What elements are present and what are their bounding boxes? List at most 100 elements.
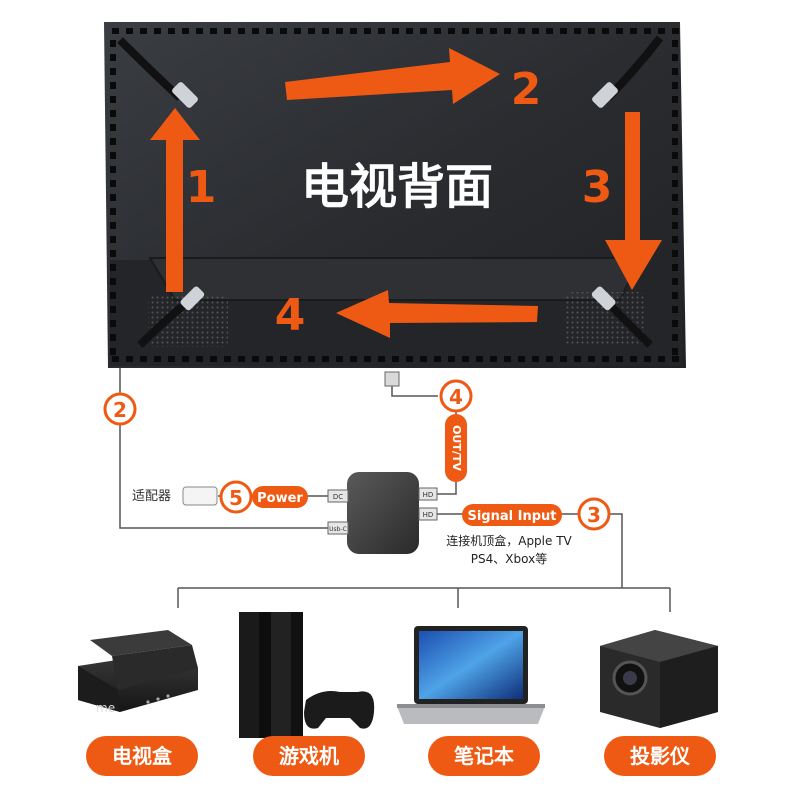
led-chip bbox=[110, 236, 116, 243]
step-circle-5: 5 bbox=[219, 480, 253, 514]
led-chip bbox=[406, 356, 413, 362]
led-chip bbox=[336, 356, 343, 362]
led-chip bbox=[110, 152, 116, 159]
gamepad-icon bbox=[304, 691, 375, 729]
led-chip bbox=[504, 28, 511, 34]
adapter-label: 适配器 bbox=[132, 489, 171, 504]
signal-input-pill: Signal Input bbox=[462, 504, 562, 526]
game-console-icon bbox=[239, 612, 375, 738]
led-chip bbox=[546, 356, 553, 362]
svg-text:Signal Input: Signal Input bbox=[467, 509, 556, 524]
led-chip bbox=[110, 222, 116, 229]
led-chip bbox=[224, 356, 231, 362]
hub-port-dc bbox=[327, 489, 349, 503]
led-chip bbox=[616, 356, 623, 362]
led-chip bbox=[238, 356, 245, 362]
led-chip bbox=[672, 28, 679, 34]
speaker-grille-left bbox=[148, 295, 228, 347]
hub-port-usb bbox=[327, 521, 349, 535]
led-chip bbox=[602, 356, 609, 362]
control-hub: DC Usb-C HD HD bbox=[327, 472, 438, 554]
projector-icon bbox=[600, 630, 718, 728]
led-chip bbox=[110, 138, 116, 145]
led-chip bbox=[154, 356, 161, 362]
led-chip bbox=[140, 28, 147, 34]
arrow-left-bottom bbox=[336, 290, 538, 338]
led-chip bbox=[110, 124, 116, 131]
led-chip bbox=[672, 208, 678, 215]
led-chip bbox=[126, 28, 133, 34]
led-chip bbox=[574, 28, 581, 34]
corner-connector-bottom-left bbox=[137, 286, 205, 348]
step-circle-3: 3 bbox=[577, 497, 611, 531]
step-circle-2: 2 bbox=[103, 392, 137, 426]
device-label-game-console: 游戏机 bbox=[253, 736, 365, 776]
led-chip bbox=[672, 138, 678, 145]
led-chip bbox=[182, 28, 189, 34]
led-chip bbox=[392, 28, 399, 34]
led-chip bbox=[560, 28, 567, 34]
arrow-up-left bbox=[150, 108, 200, 292]
led-chip bbox=[378, 28, 385, 34]
tv-stand-mount bbox=[148, 257, 642, 301]
led-chip bbox=[392, 356, 399, 362]
led-chip bbox=[672, 40, 678, 47]
hub-port-hd-out bbox=[418, 487, 438, 501]
led-chip bbox=[658, 28, 665, 34]
led-chip bbox=[350, 356, 357, 362]
led-chip bbox=[112, 28, 119, 34]
led-chip bbox=[672, 54, 678, 61]
led-chip bbox=[110, 82, 116, 89]
hdmi-plug-tv bbox=[384, 371, 400, 387]
led-chip bbox=[110, 40, 116, 47]
device-label-tv-box: 电视盒 bbox=[86, 736, 198, 776]
led-chip bbox=[630, 356, 637, 362]
led-chip bbox=[588, 356, 595, 362]
led-chip bbox=[518, 356, 525, 362]
led-chip bbox=[322, 28, 329, 34]
arrow-down-right bbox=[605, 112, 662, 290]
led-chip bbox=[110, 292, 116, 299]
led-chip bbox=[196, 356, 203, 362]
led-chip bbox=[110, 68, 116, 75]
led-chip bbox=[546, 28, 553, 34]
led-chip bbox=[110, 54, 116, 61]
arrow-right-top bbox=[285, 48, 500, 104]
led-chip bbox=[196, 28, 203, 34]
led-chip bbox=[672, 264, 678, 271]
led-chip bbox=[672, 166, 678, 173]
svg-text:HD: HD bbox=[423, 491, 434, 499]
led-chip bbox=[280, 356, 287, 362]
svg-text:HD: HD bbox=[423, 511, 434, 519]
led-chip bbox=[476, 356, 483, 362]
led-chip bbox=[672, 96, 678, 103]
led-chip bbox=[210, 28, 217, 34]
led-chip bbox=[364, 356, 371, 362]
device-label-laptop: 笔记本 bbox=[428, 736, 540, 776]
svg-text:Power: Power bbox=[257, 491, 303, 506]
led-chip bbox=[602, 28, 609, 34]
hub-body bbox=[347, 472, 419, 554]
led-chip bbox=[448, 28, 455, 34]
led-chip bbox=[336, 28, 343, 34]
led-chip bbox=[420, 28, 427, 34]
led-chip bbox=[672, 320, 678, 327]
led-chip bbox=[378, 356, 385, 362]
led-chip bbox=[110, 320, 116, 327]
led-chip bbox=[588, 28, 595, 34]
led-chip bbox=[672, 152, 678, 159]
led-chip bbox=[672, 292, 678, 299]
led-chip bbox=[672, 82, 678, 89]
led-chip bbox=[658, 356, 665, 362]
led-chip bbox=[294, 28, 301, 34]
led-chip bbox=[406, 28, 413, 34]
led-chip bbox=[672, 278, 678, 285]
led-chip bbox=[210, 356, 217, 362]
led-chip bbox=[420, 356, 427, 362]
arrow-number-2: 2 bbox=[511, 64, 542, 115]
svg-text:笔记本: 笔记本 bbox=[454, 744, 514, 768]
step-circle-4: 4 bbox=[439, 379, 473, 413]
led-chip bbox=[294, 356, 301, 362]
led-chip bbox=[266, 356, 273, 362]
led-chip bbox=[110, 334, 116, 341]
